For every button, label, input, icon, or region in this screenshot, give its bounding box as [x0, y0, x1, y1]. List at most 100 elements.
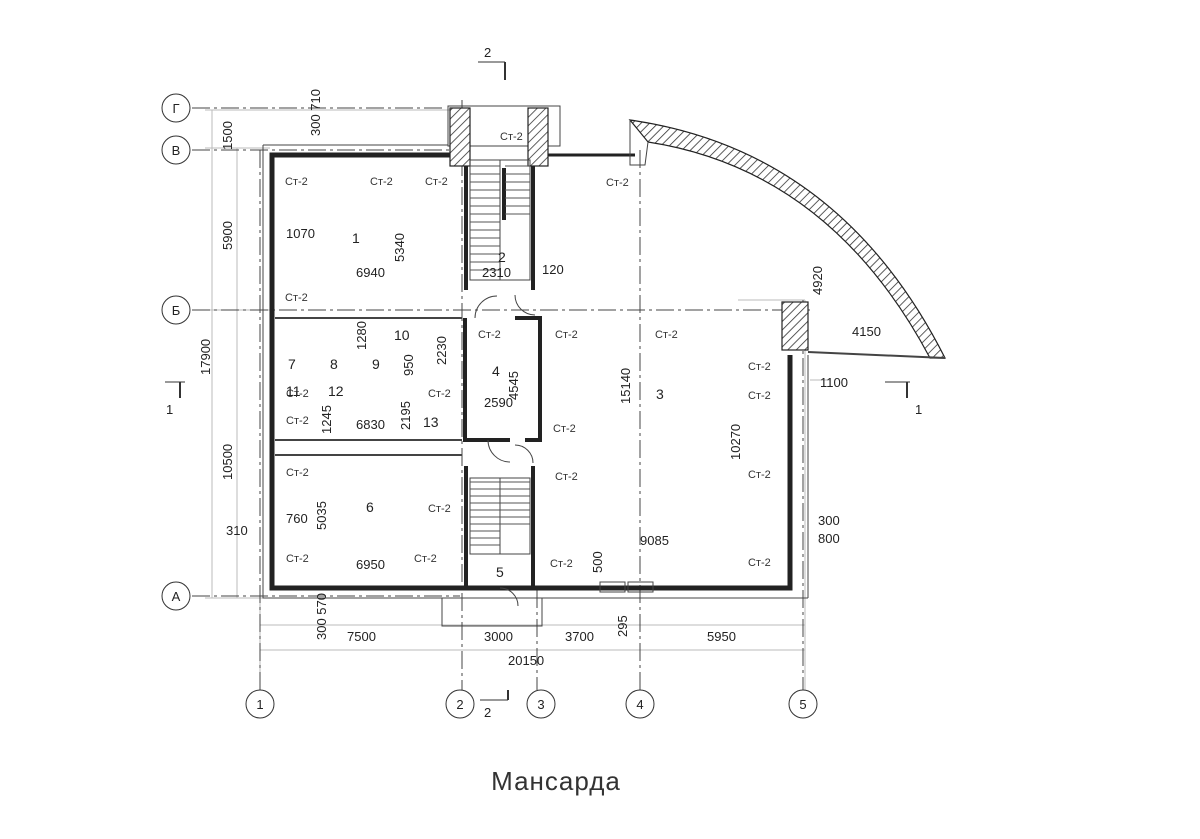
wall-tag-st2: Ст-2: [553, 423, 576, 435]
dim-r4-2590: 2590: [484, 395, 513, 410]
wall-tag-st2: Ст-2: [286, 467, 309, 479]
section-mark-right: 1: [915, 402, 922, 417]
dim-r13-6830: 6830: [356, 417, 385, 432]
dim-top-300-710: 300 710: [308, 89, 323, 136]
wall-tag-st2: Ст-2: [428, 388, 451, 400]
wall-tag-st2: Ст-2: [285, 292, 308, 304]
dim-right-1100: 1100: [820, 375, 848, 390]
dim-r6-6950: 6950: [356, 557, 385, 572]
exterior-dimensions: 1500 5900 17900 10500 310 300 710 300 57…: [198, 89, 881, 668]
wall-tag-st2: Ст-2: [370, 176, 393, 188]
dim-left-1500: 1500: [220, 121, 235, 150]
axis-marks: Г В Б А 1 2 3 4 5: [161, 93, 818, 719]
dim-right-4920: 4920: [810, 266, 825, 295]
dim-left-10500: 10500: [220, 444, 235, 480]
wall-tag-st2: Ст-2: [555, 329, 578, 341]
dim-bottom-20150: 20150: [508, 653, 544, 668]
section-mark-top: 2: [484, 45, 491, 60]
dim-r2-2310: 2310: [482, 265, 511, 280]
dim-bottom-300-570: 300 570: [314, 593, 329, 640]
axis-label-4: 4: [636, 697, 643, 712]
axis-label-3: 3: [537, 697, 544, 712]
dim-bottom-295: 295: [615, 615, 630, 637]
wall-tag-st2: Ст-2: [286, 415, 309, 427]
dim-left-310: 310: [226, 523, 248, 538]
walls: [262, 105, 946, 627]
dim-r9-950: 950: [401, 354, 416, 376]
dim-r10-2230: 2230: [434, 336, 449, 365]
axis-label-b: Б: [172, 303, 181, 318]
room-4: 4: [492, 363, 500, 379]
dim-left-5900: 5900: [220, 221, 235, 250]
wall-tag-st2: Ст-2: [550, 558, 573, 570]
wall-tag-st2: Ст-2: [606, 177, 629, 189]
wall-tag-st2: Ст-2: [748, 557, 771, 569]
room-7: 7: [288, 356, 296, 372]
wall-tag-st2: Ст-2: [285, 176, 308, 188]
section-mark-left: 1: [166, 402, 173, 417]
dim-r3-10270: 10270: [728, 424, 743, 460]
dim-r13-1245: 1245: [319, 405, 334, 434]
dim-bottom-7500: 7500: [347, 629, 376, 644]
room-1: 1: [352, 230, 360, 246]
room-2: 2: [498, 249, 506, 265]
dim-bottom-5950: 5950: [707, 629, 736, 644]
wall-tag-st2: Ст-2: [748, 361, 771, 373]
dim-r13-2195: 2195: [398, 401, 413, 430]
doors: [474, 294, 536, 607]
wall-tag-st2: Ст-2: [655, 329, 678, 341]
wall-tag-st2: Ст-2: [555, 471, 578, 483]
stairs-bottom: [469, 477, 531, 555]
floor-plan: Г В Б А 1 2 3 4 5 2 2 1 1 1500 5900 179: [161, 45, 946, 720]
stair-treads: [470, 165, 530, 546]
wall-tag-st2: Ст-2: [748, 469, 771, 481]
room-6: 6: [366, 499, 374, 515]
stairs-top: [469, 159, 531, 281]
wall-tag-st2: Ст-2: [286, 388, 309, 400]
axis-label-v: В: [172, 143, 181, 158]
wall-tag-st2: Ст-2: [428, 503, 451, 515]
room-12: 12: [328, 383, 344, 399]
wall-tag-st2: Ст-2: [478, 329, 501, 341]
dimension-lines: [205, 109, 830, 690]
plan-caption: Мансарда: [491, 766, 621, 796]
axis-label-g: Г: [172, 101, 179, 116]
axis-label-5: 5: [799, 697, 806, 712]
wall-tag-st2: Ст-2: [748, 390, 771, 402]
dim-r1-1070: 1070: [286, 226, 315, 241]
wall-tag-st2: Ст-2: [500, 131, 523, 143]
wall-tag-st2: Ст-2: [286, 553, 309, 565]
dim-bottom-3000: 3000: [484, 629, 513, 644]
room-3: 3: [656, 386, 664, 402]
interior-dimensions: 1070 5340 6940 2310 120 1280 2230 950 12…: [286, 226, 743, 573]
room-9: 9: [372, 356, 380, 372]
dim-r3-15140: 15140: [618, 368, 633, 404]
dim-right-300: 300: [818, 513, 840, 528]
room-13: 13: [423, 414, 439, 430]
dim-r6-5035: 5035: [314, 501, 329, 530]
dim-r1-6940: 6940: [356, 265, 385, 280]
dim-r10-1280: 1280: [354, 321, 369, 350]
room-5: 5: [496, 564, 504, 580]
axis-label-1: 1: [256, 697, 263, 712]
axis-label-2: 2: [456, 697, 463, 712]
room-11: 11: [286, 383, 301, 399]
dim-left-17900: 17900: [198, 339, 213, 375]
section-mark-bottom: 2: [484, 705, 491, 720]
section-marks: 2 2 1 1: [165, 45, 922, 720]
dim-r1-5340: 5340: [392, 233, 407, 262]
dim-r3-500: 500: [590, 551, 605, 573]
dim-bottom-3700: 3700: [565, 629, 594, 644]
wall-tag-st2: Ст-2: [414, 553, 437, 565]
wall-tag-st2: Ст-2: [425, 176, 448, 188]
dim-r3-9085: 9085: [640, 533, 669, 548]
dim-right-800: 800: [818, 531, 840, 546]
dim-r2-120: 120: [542, 262, 564, 277]
dim-r6-760: 760: [286, 511, 308, 526]
room-8: 8: [330, 356, 338, 372]
room-numbers: 1 2 3 4 5 6 7 8 9 10 11 12 13: [286, 230, 664, 580]
dim-r4-4545: 4545: [506, 371, 521, 400]
dim-right-4150: 4150: [852, 324, 881, 339]
axis-lines: [192, 100, 810, 690]
